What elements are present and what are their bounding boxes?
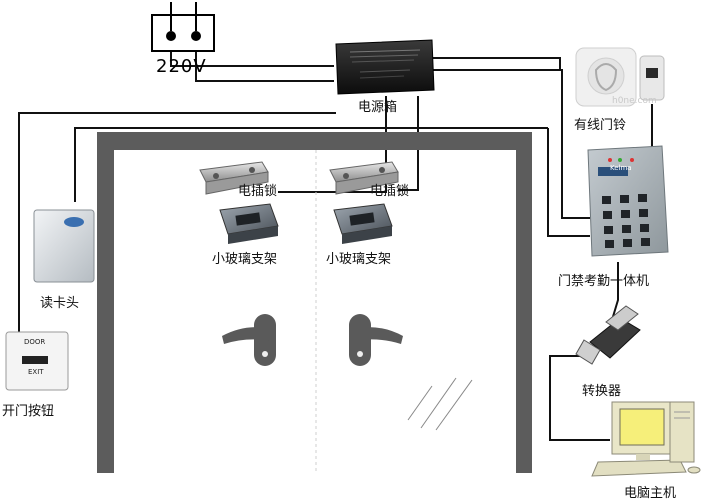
wire-controller-to-converter	[611, 262, 619, 321]
converter	[575, 305, 641, 365]
access-control-brand: Kelma	[610, 164, 632, 172]
wire-reader-to-controller	[547, 128, 590, 237]
right-bracket-label: 小玻璃支架	[326, 252, 392, 267]
power-box	[335, 39, 435, 95]
doorbell-watermark: h0ne.com	[612, 96, 657, 106]
doorbell-label: 有线门铃	[574, 118, 627, 133]
access-control-label: 门禁考勤一体机	[558, 274, 650, 289]
left-electric-lock	[199, 161, 269, 195]
right-glass-bracket	[333, 203, 393, 244]
wire-lock-left	[278, 96, 387, 193]
glass-reflection	[407, 377, 473, 431]
exit-button-top-text: DOOR	[24, 338, 46, 346]
computer	[591, 401, 701, 477]
card-reader-label: 读卡头	[40, 296, 80, 311]
wire-card-reader	[74, 127, 548, 202]
card-reader	[33, 209, 95, 283]
left-door-handle	[222, 314, 276, 366]
right-door-handle	[349, 314, 403, 366]
computer-label: 电脑主机	[624, 486, 677, 501]
wire-outlet-to-powerbox-b	[195, 36, 334, 82]
voltage-label: 220V	[156, 56, 207, 77]
converter-label: 转换器	[582, 384, 622, 399]
wire-exit-button	[18, 112, 336, 332]
power-outlet	[151, 2, 215, 52]
left-glass-bracket	[219, 203, 279, 244]
right-lock-label: 电插锁	[370, 184, 410, 199]
wire-powerbox-to-controller	[432, 69, 590, 219]
keypad	[602, 194, 650, 248]
door-frame	[97, 132, 532, 473]
access-control-unit	[587, 145, 669, 257]
left-lock-label: 电插锁	[238, 184, 278, 199]
right-electric-lock	[329, 161, 399, 195]
exit-button-label: 开门按钮	[2, 404, 55, 419]
exit-button-bottom-text: EXIT	[28, 368, 44, 376]
wire-converter-to-pc	[549, 355, 610, 441]
left-bracket-label: 小玻璃支架	[212, 252, 278, 267]
wire-lock-right	[398, 96, 419, 191]
wire-powerbox-to-doorbell	[432, 57, 561, 70]
exit-button	[5, 331, 69, 391]
wired-doorbell	[575, 47, 665, 107]
power-box-label: 电源箱	[358, 100, 398, 115]
wiring	[18, 36, 653, 441]
